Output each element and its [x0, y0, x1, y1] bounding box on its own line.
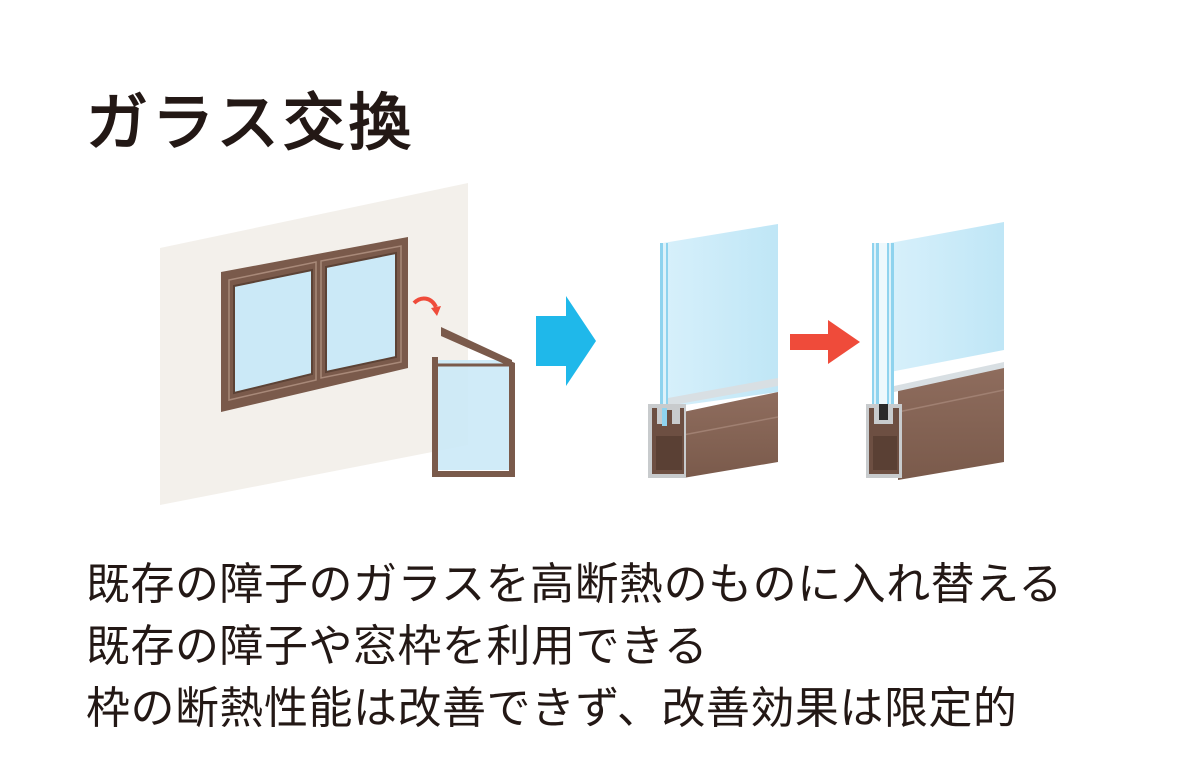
- curved-arrow-icon: [412, 296, 441, 316]
- description-line-1: 既存の障子のガラスを高断熱のものに入れ替える: [86, 559, 1063, 610]
- double-sash-frame: [898, 364, 1004, 480]
- double-glass-pane: [890, 222, 1004, 372]
- sash-glass: [437, 360, 512, 470]
- window-pane-right: [325, 251, 397, 374]
- wall-with-window: [160, 183, 468, 505]
- single-glass-pane: [663, 224, 778, 408]
- single-glass-section: [648, 224, 779, 478]
- single-sash-frame: [683, 392, 778, 478]
- page-title: ガラス交換: [86, 85, 415, 159]
- description-line-2: 既存の障子や窓枠を利用できる: [86, 621, 709, 672]
- description-line-3: 枠の断熱性能は改善できず、改善効果は限定的: [86, 683, 1018, 734]
- glass-replacement-illustration: [160, 183, 1005, 505]
- double-glass-section: [866, 222, 1005, 480]
- right-arrow-icon: [790, 320, 860, 364]
- removed-sash: [432, 327, 515, 477]
- right-arrow-icon: [536, 296, 596, 386]
- window-pane-left: [233, 268, 313, 395]
